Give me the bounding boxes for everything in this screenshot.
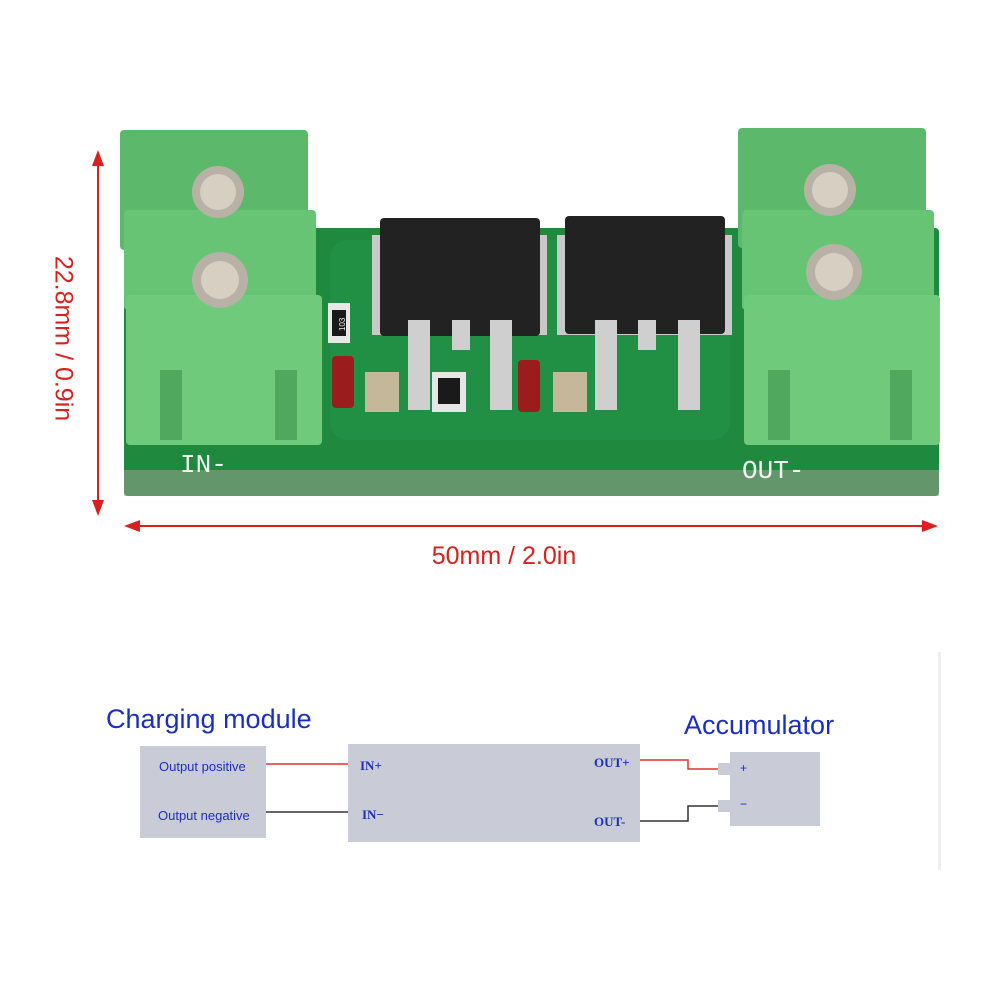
charging-module-title: Charging module (106, 704, 312, 734)
accumulator-negative-terminal (718, 800, 732, 812)
accumulator-title: Accumulator (684, 710, 835, 740)
accumulator-box (730, 752, 820, 826)
silkscreen-in-label: IN- (180, 450, 227, 480)
height-dimension-arrow (92, 150, 104, 516)
charging-module-box (140, 746, 266, 838)
smd-components: 103 (328, 303, 587, 412)
wiring-frame-edge (938, 652, 941, 870)
input-terminal-block (120, 130, 322, 445)
out-plus-label: OUT+ (594, 755, 630, 770)
output-negative-label: Output negative (158, 808, 250, 823)
output-terminal-block (738, 128, 940, 445)
in-minus-label: IN− (362, 807, 384, 822)
width-dimension-arrow (124, 520, 938, 532)
width-dimension-label: 50mm / 2.0in (431, 542, 577, 570)
silkscreen-out-label: OUT- (742, 456, 804, 486)
out-minus-label: OUT- (594, 814, 626, 829)
accumulator-plus-label: + (740, 761, 748, 775)
in-plus-label: IN+ (360, 758, 382, 773)
module-illustration: 103 IN- OUT- (92, 128, 940, 532)
mosfet-left (372, 218, 547, 410)
wire-positive-output (640, 759, 718, 770)
module-box (348, 744, 640, 842)
wire-negative-output (640, 805, 718, 822)
output-positive-label: Output positive (159, 759, 246, 774)
accumulator-minus-label: − (740, 797, 748, 811)
accumulator-positive-terminal (718, 763, 732, 775)
mosfet-right (557, 216, 732, 410)
resistor-label: 103 (338, 317, 347, 331)
